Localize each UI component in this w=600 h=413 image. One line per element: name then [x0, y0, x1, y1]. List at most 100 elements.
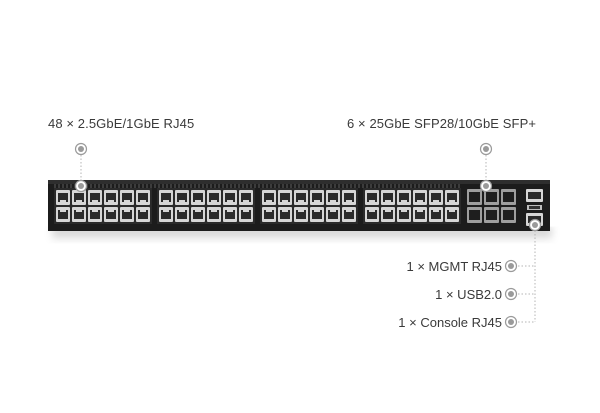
vent-slot	[410, 184, 412, 188]
vent-slot	[90, 184, 92, 188]
vent-slot	[214, 184, 216, 188]
vent-slot	[130, 184, 132, 188]
rj45-port-socket	[74, 210, 84, 219]
vent-slot	[234, 184, 236, 188]
rj45-port-latch	[76, 200, 82, 203]
vent-slot	[374, 184, 376, 188]
rj45-port-socket	[122, 193, 132, 202]
rj45-port-socket	[399, 210, 409, 219]
rj45-port-latch	[314, 209, 320, 212]
vent-slot	[282, 184, 284, 188]
rj45-port-latch	[314, 200, 320, 203]
rj45-port-socket	[383, 210, 393, 219]
rj45-block-frame	[260, 188, 358, 224]
vent-slot	[422, 184, 424, 188]
sfp-cage-opening	[503, 192, 514, 202]
rj45-port-latch	[449, 200, 455, 203]
rj45-port-latch	[282, 200, 288, 203]
vent-slot	[286, 184, 288, 188]
rj45-port-latch	[124, 200, 130, 203]
rj45-port-latch	[195, 209, 201, 212]
vent-slot	[382, 184, 384, 188]
vent-slot	[254, 184, 256, 188]
rj45-port-socket	[344, 210, 354, 219]
rj45-port-socket	[209, 210, 219, 219]
vent-slot	[318, 184, 320, 188]
vent-slot	[126, 184, 128, 188]
vent-slot	[278, 184, 280, 188]
vent-slot	[270, 184, 272, 188]
rj45-port-latch	[449, 209, 455, 212]
rj45-port-latch	[266, 200, 272, 203]
vent-slot	[302, 184, 304, 188]
sfp-port-block	[467, 189, 516, 223]
rj45-port-latch	[195, 200, 201, 203]
vent-slot	[202, 184, 204, 188]
rj45-port-socket	[264, 193, 274, 202]
rj45-port-socket	[90, 210, 100, 219]
vent-slot	[394, 184, 396, 188]
vent-slot	[246, 184, 248, 188]
vent-slot	[314, 184, 316, 188]
vent-slot	[158, 184, 160, 188]
vent-slot	[154, 184, 156, 188]
vent-slot	[370, 184, 372, 188]
rj45-port-latch	[298, 200, 304, 203]
vent-slot	[118, 184, 120, 188]
rj45-port-socket	[241, 193, 251, 202]
sfp-cage-opening	[469, 210, 480, 220]
sfp-anchor-marker-dot	[483, 183, 489, 189]
rj45-port-latch	[179, 209, 185, 212]
rj45-port-latch	[330, 209, 336, 212]
usb-port-slot	[529, 206, 540, 209]
rj45-port-socket	[193, 193, 203, 202]
vent-slot	[354, 184, 356, 188]
vent-slot	[222, 184, 224, 188]
rj45-port-latch	[385, 209, 391, 212]
vent-slot	[62, 184, 64, 188]
vent-slot	[230, 184, 232, 188]
rj45-anchor-marker-dot	[78, 183, 84, 189]
vent-slot	[322, 184, 324, 188]
rj45-port-socket	[161, 210, 171, 219]
sfp-ports-label: 6 × 25GbE SFP28/10GbE SFP+	[347, 116, 537, 131]
rj45-port-socket	[312, 210, 322, 219]
rj45-port-latch	[124, 209, 130, 212]
rj45-port-latch	[433, 200, 439, 203]
rj45-port-latch	[163, 200, 169, 203]
rj45-block-frame	[363, 188, 461, 224]
vent-slot	[134, 184, 136, 188]
rj45-port-socket	[90, 193, 100, 202]
vent-slot	[58, 184, 60, 188]
vent-slot	[310, 184, 312, 188]
vent-slot	[94, 184, 96, 188]
vent-slot	[330, 184, 332, 188]
vent-slot	[274, 184, 276, 188]
rj45-port-socket	[122, 210, 132, 219]
rj45-port-latch	[211, 200, 217, 203]
rj45-port-latch	[108, 209, 114, 212]
vent-slot	[306, 184, 308, 188]
vent-slot	[338, 184, 340, 188]
rj45-port-socket	[415, 193, 425, 202]
vent-slot	[226, 184, 228, 188]
rj45-port-latch	[243, 200, 249, 203]
vent-slot	[110, 184, 112, 188]
rj45-port-latch	[346, 200, 352, 203]
mgmt-callout-marker-dot	[508, 263, 514, 269]
vent-slot	[242, 184, 244, 188]
rj45-port-latch	[369, 209, 375, 212]
vent-slot	[298, 184, 300, 188]
sfp-cage-opening	[503, 210, 514, 220]
vent-slot	[414, 184, 416, 188]
rj45-port-socket	[280, 193, 290, 202]
vent-slot	[450, 184, 452, 188]
vent-slot	[114, 184, 116, 188]
rj45-port-latch	[108, 200, 114, 203]
vent-slot	[262, 184, 264, 188]
vent-slot	[346, 184, 348, 188]
vent-slot	[142, 184, 144, 188]
callout-leaders	[74, 142, 542, 329]
vent-slot	[170, 184, 172, 188]
